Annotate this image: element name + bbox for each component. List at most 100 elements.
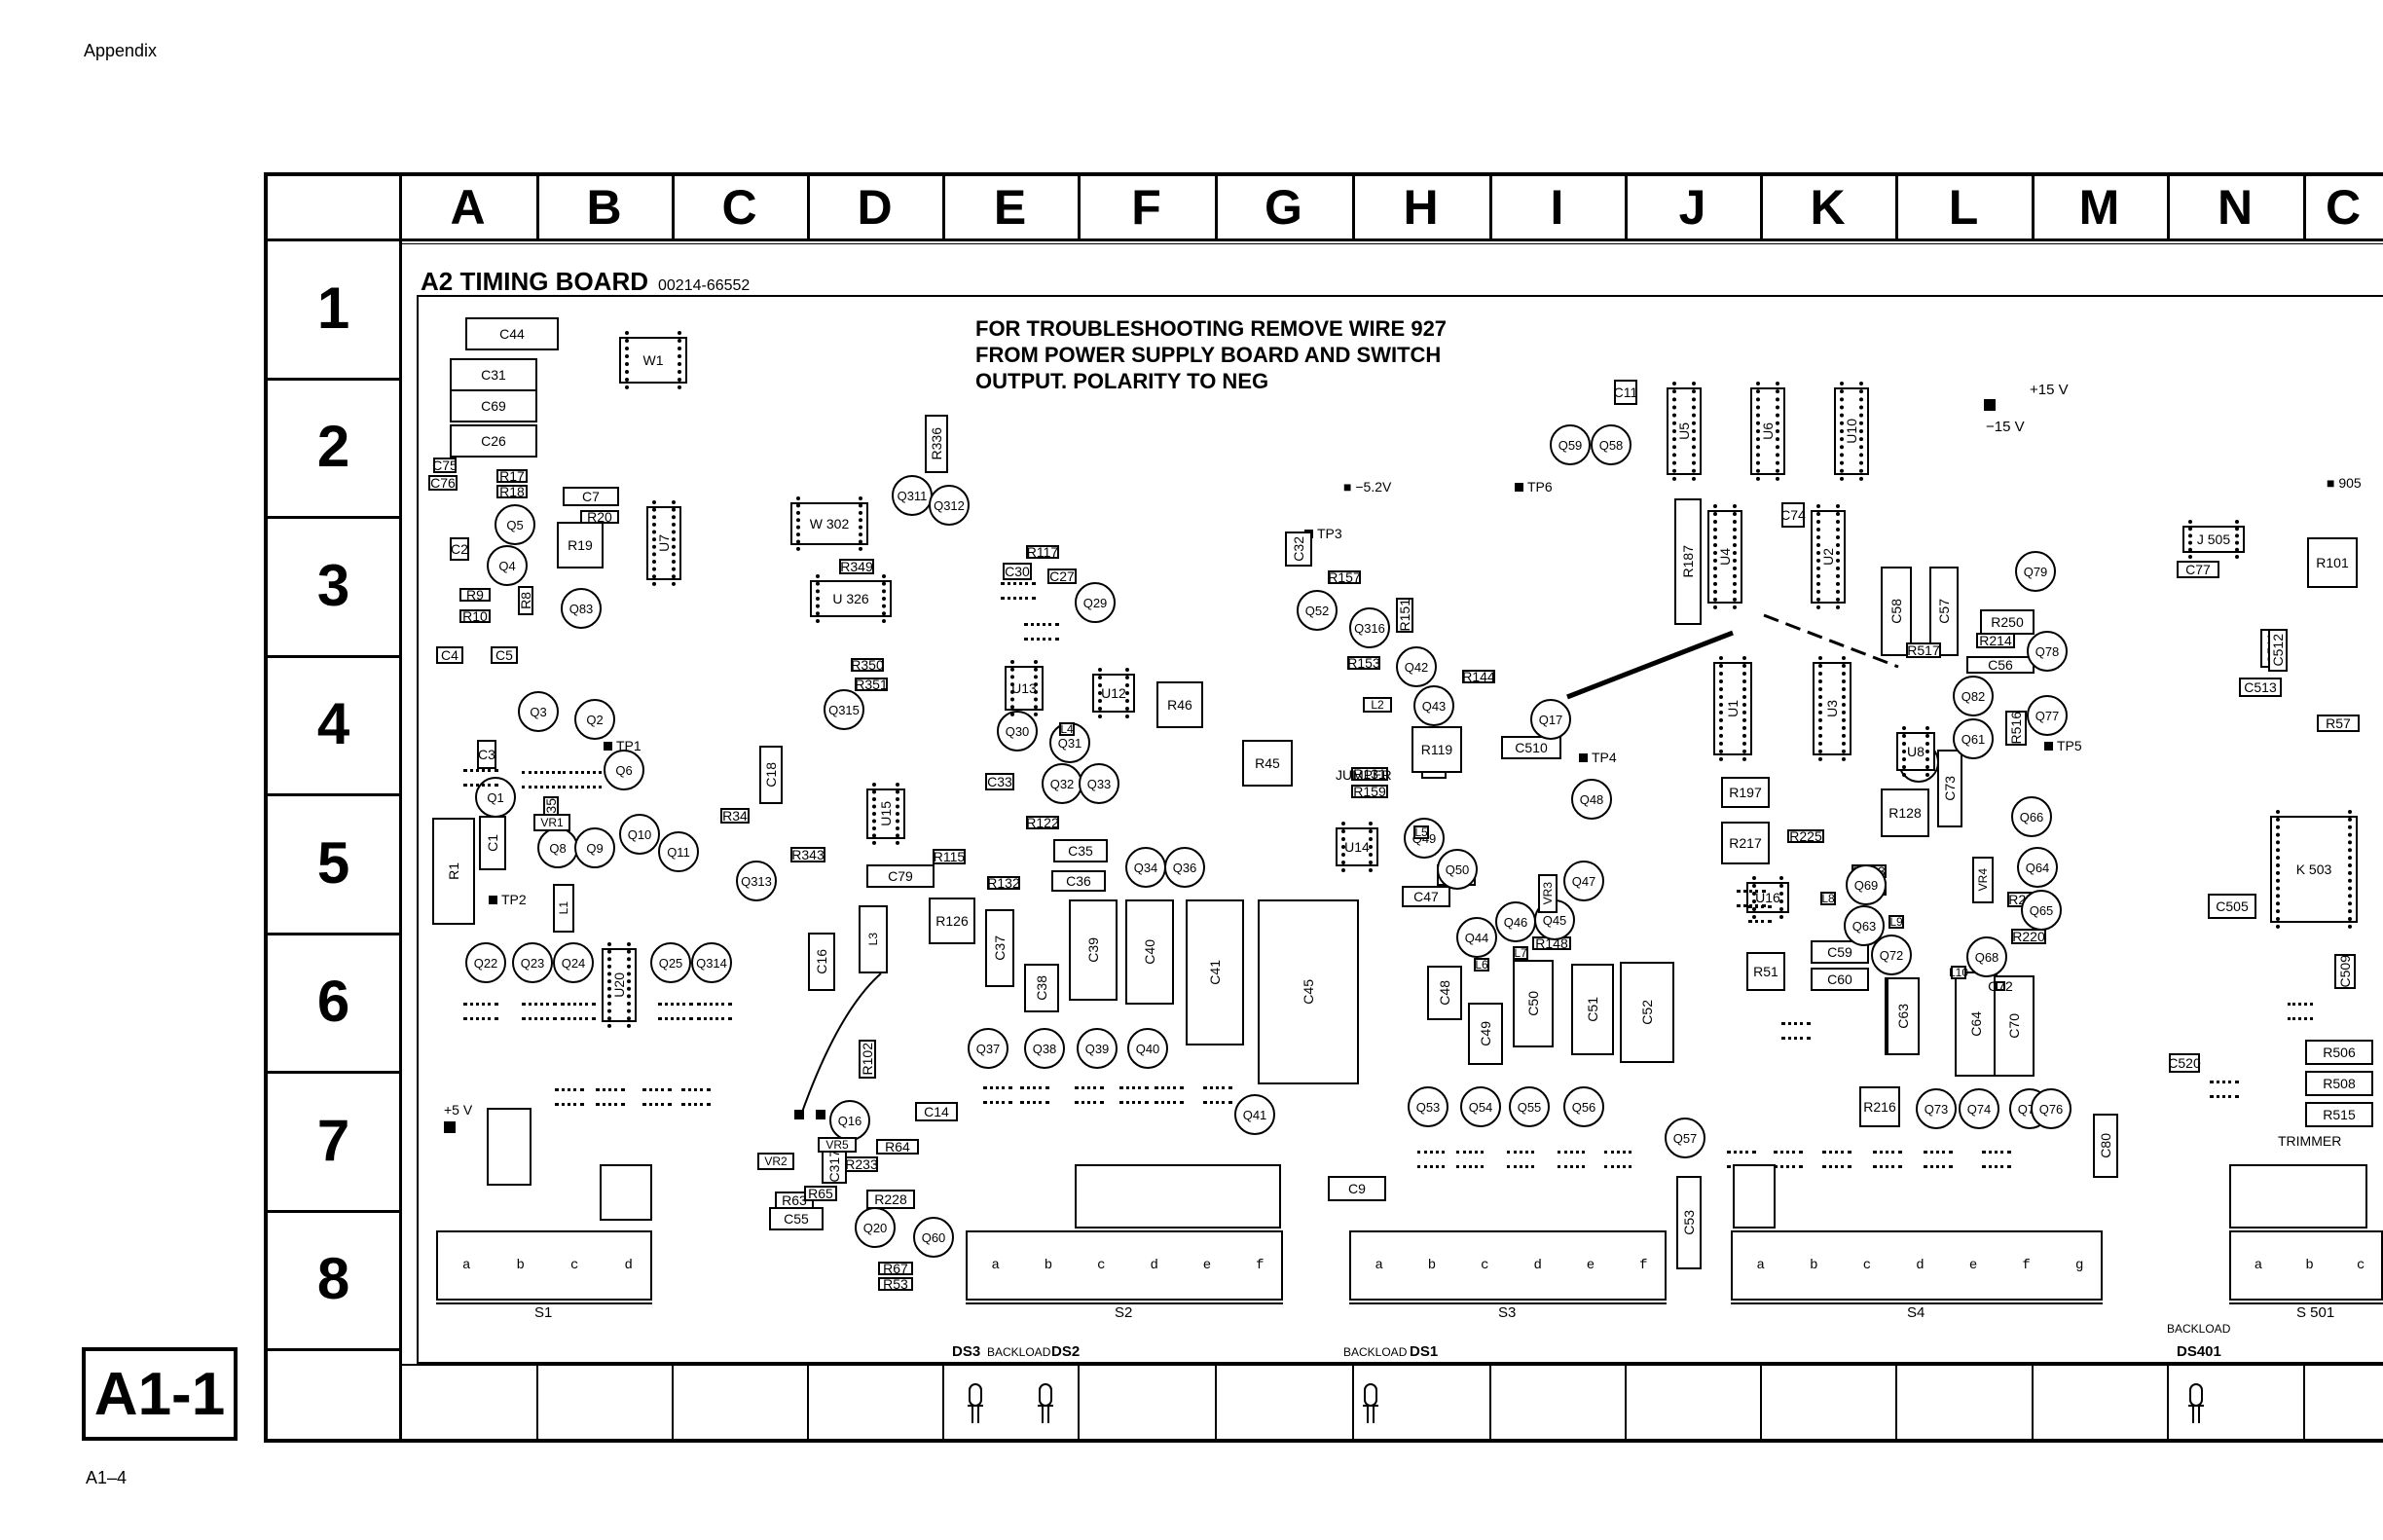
switch-section-label: a (991, 1258, 1000, 1273)
transistor-label: Q311 (897, 488, 928, 503)
plus5-label: +5 V (444, 1102, 473, 1118)
integrated-circuit-label: U8 (1907, 744, 1925, 759)
tp2-label: TP2 (489, 892, 527, 907)
transistor: Q56 (1563, 1086, 1604, 1127)
transistor-label: Q57 (1672, 1130, 1698, 1146)
transistor-label: Q315 (828, 702, 860, 717)
column-divider-bottom (1215, 1364, 1217, 1442)
switch-section-label: e (1586, 1258, 1595, 1273)
transistor-label: Q4 (498, 558, 516, 573)
resistor-label: R144 (1462, 669, 1495, 684)
misc-part: L10 (1948, 966, 1969, 979)
capacitor-label: C4 (441, 647, 458, 663)
resistor: R46 (1156, 681, 1203, 728)
resistor-label: R9 (466, 587, 484, 603)
capacitor: C32 (1285, 532, 1312, 567)
capacitor-label: C72 (1988, 978, 2013, 994)
transistor: Q54 (1460, 1086, 1501, 1127)
resistor-label: R517 (1907, 642, 1940, 658)
transistor: Q74 (1959, 1088, 1999, 1129)
switch-section-label: e (1968, 1258, 1978, 1273)
resistor-label: R101 (2316, 555, 2349, 570)
integrated-circuit: W1 (619, 331, 687, 389)
transistor-label: Q40 (1135, 1041, 1160, 1056)
column-divider (2303, 172, 2306, 240)
indicator-label: DS3 (952, 1343, 981, 1360)
capacitor: C16 (808, 933, 835, 991)
transistor-label: Q20 (862, 1220, 888, 1235)
column-divider (672, 172, 675, 240)
column-divider (1489, 172, 1492, 240)
transistor: Q50 (1437, 849, 1478, 890)
grid-row-header-divider (399, 172, 402, 1443)
column-label: D (857, 180, 893, 235)
capacitor: C64 (1955, 972, 1998, 1077)
minus52-label: ■ −5.2V (1343, 479, 1392, 495)
resistor: R18 (496, 484, 528, 499)
column-label: A (450, 180, 486, 235)
transistor: Q24 (553, 942, 594, 983)
transistor: Q39 (1077, 1028, 1118, 1069)
resistor: R126 (929, 898, 975, 944)
tp5-label: TP5 (2044, 738, 2082, 753)
integrated-circuit: U2 (1811, 504, 1846, 609)
resistor: R220 (2011, 929, 2046, 944)
transistor: Q9 (574, 827, 615, 868)
resistor-label: R65 (808, 1186, 833, 1201)
resistor-label: R122 (1026, 815, 1059, 830)
misc-part: VR4 (1972, 857, 1994, 903)
misc-part-label: L10 (1948, 966, 1969, 979)
transistor-label: Q60 (921, 1229, 946, 1245)
capacitor-label: C56 (1988, 657, 2013, 673)
transistor-label: Q53 (1415, 1099, 1441, 1115)
capacitor: C72 (1988, 978, 2013, 994)
capacitor-label: C44 (499, 326, 525, 342)
capacitor: C73 (1937, 750, 1962, 827)
resistor: R351 (855, 677, 888, 692)
switch-section-label: c (569, 1258, 579, 1273)
switch-label: S 501 (2296, 1304, 2335, 1321)
transistor-label: Q54 (1468, 1099, 1493, 1115)
resistor-label: R228 (874, 1192, 907, 1207)
capacitor-label: C9 (1348, 1181, 1366, 1196)
column-divider-bottom (2167, 1364, 2169, 1442)
column-divider-bottom (807, 1364, 809, 1442)
minus15-pad (1984, 399, 1996, 411)
capacitor-label: C77 (2185, 562, 2211, 577)
tp6-label: TP6 (1515, 479, 1553, 495)
transistor-label: Q79 (2023, 564, 2048, 579)
resistor: R20 (580, 509, 619, 525)
capacitor: C51 (1571, 964, 1614, 1055)
board-title-text: A2 TIMING BOARD (421, 267, 648, 296)
transistor-label: Q41 (1242, 1107, 1267, 1122)
column-divider (536, 172, 539, 240)
transistor: Q33 (1079, 763, 1119, 804)
resistor-label: R351 (855, 677, 888, 692)
transistor: Q8 (537, 827, 578, 868)
misc-part: VR1 (533, 814, 570, 831)
capacitor-label: C59 (1827, 944, 1852, 960)
transistor: Q55 (1509, 1086, 1550, 1127)
transistor-label: Q55 (1517, 1099, 1542, 1115)
integrated-circuit: U12 (1092, 668, 1135, 718)
switch-label: S1 (534, 1304, 553, 1321)
plus15-label: +15 V (2030, 382, 2069, 398)
transistor: Q77 (2027, 695, 2068, 736)
misc-part-label: VR2 (764, 1155, 788, 1168)
transistor-label: Q68 (1974, 949, 1999, 965)
resistor-pack (1774, 1151, 1803, 1168)
column-divider-bottom (1489, 1364, 1491, 1442)
capacitor: C31 (450, 358, 537, 391)
misc-part: L8 (1820, 892, 1836, 905)
transistor: Q48 (1571, 779, 1612, 820)
switch-label: S4 (1907, 1304, 1925, 1321)
transistor: Q316 (1349, 607, 1390, 648)
capacitor: C49 (1468, 1003, 1503, 1065)
integrated-circuit-label: J 505 (2196, 532, 2231, 547)
capacitor: C52 (1620, 962, 1674, 1063)
resistor-pack (1604, 1151, 1631, 1168)
misc-part: L5 (1413, 825, 1429, 839)
indicator-label: DS1 (1410, 1343, 1439, 1360)
